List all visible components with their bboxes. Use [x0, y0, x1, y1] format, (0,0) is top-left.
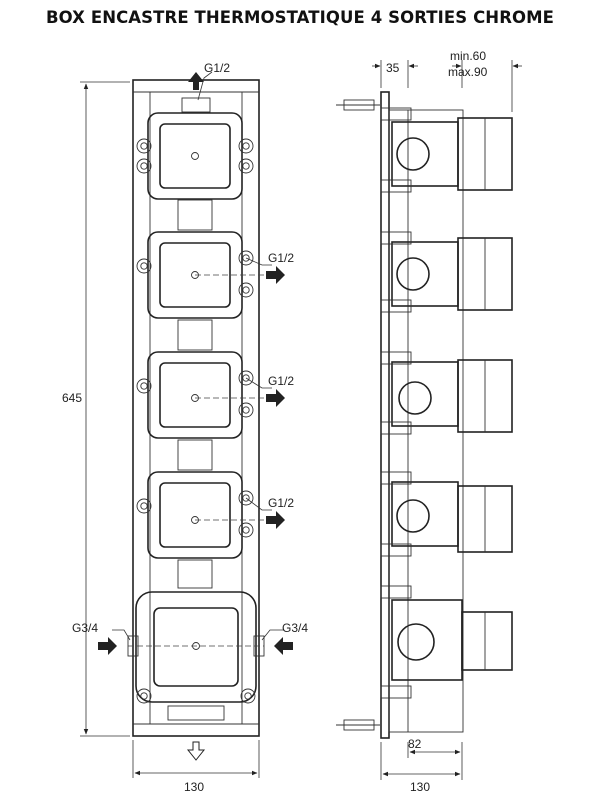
pipe-connection [336, 99, 380, 731]
side-module-1 [380, 107, 513, 193]
thermostatic-module [127, 591, 265, 721]
label-outlet-3: G1/2 [268, 374, 294, 388]
front-view [80, 71, 293, 778]
label-outlet-4: G1/2 [268, 496, 294, 510]
dim-depth-min: min.60 [450, 49, 486, 63]
module-4 [136, 471, 254, 589]
dim-side-depth: 82 [408, 737, 422, 751]
dim-front-width: 130 [184, 780, 204, 794]
label-inlet-right: G3/4 [282, 621, 308, 635]
module-2 [136, 231, 254, 351]
dim-height: 645 [62, 391, 82, 405]
module-3 [136, 351, 254, 471]
module-1 [136, 112, 254, 231]
side-module-4 [380, 471, 513, 557]
mounting-frame [132, 79, 260, 737]
side-plate [380, 91, 390, 739]
side-view [336, 60, 522, 780]
drain-arrow-icon [186, 741, 206, 761]
top-outlet-arrow-icon [188, 72, 204, 90]
side-module-3 [380, 351, 513, 435]
outlet-arrow-icon [266, 266, 285, 529]
label-inlet-left: G3/4 [72, 621, 98, 635]
dim-plate-offset: 35 [386, 61, 400, 75]
drawing-title: BOX ENCASTRE THERMOSTATIQUE 4 SORTIES CH… [45, 8, 555, 27]
label-outlet-2: G1/2 [268, 251, 294, 265]
dim-depth-max: max.90 [448, 65, 488, 79]
dim-side-width: 130 [410, 780, 430, 794]
inlet-arrow-icon [98, 637, 293, 655]
side-thermostatic-module [380, 585, 513, 699]
label-top-outlet: G1/2 [204, 61, 230, 75]
side-module-2 [380, 231, 513, 313]
